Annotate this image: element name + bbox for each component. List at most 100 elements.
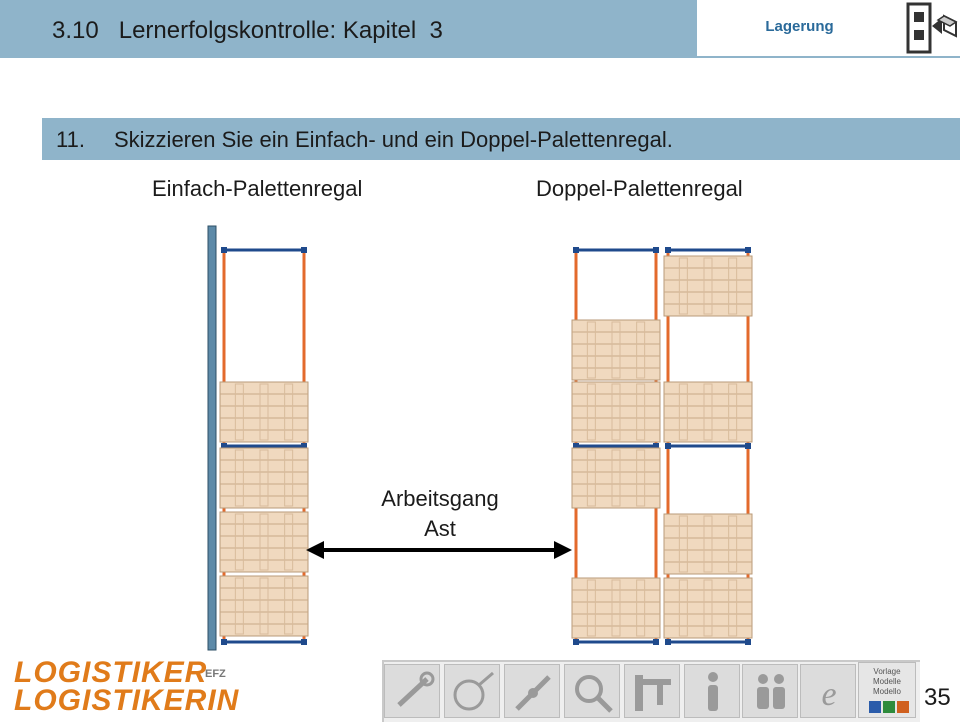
pallet-block [678, 257, 688, 315]
pallet [663, 255, 753, 317]
vorlage-button[interactable]: Vorlage Modelle Modello [858, 662, 916, 718]
question-text: Skizzieren Sie ein Einfach- und ein Dopp… [114, 127, 673, 152]
double-rack-title: Doppel-Palettenregal [536, 176, 743, 201]
people-button[interactable] [742, 664, 798, 718]
pallet [663, 577, 753, 639]
pallet-block [611, 449, 621, 507]
pallet-body [219, 381, 309, 443]
single-rack-joint [221, 443, 227, 449]
section-tab-label: Lagerung [765, 18, 834, 35]
double-rack-right-joint [665, 639, 671, 645]
pallet-block [259, 449, 269, 507]
pallet-block [678, 515, 688, 573]
vorlage-label-fr: Modelle [872, 677, 901, 686]
magnifier-icon [575, 675, 613, 713]
logo-efz: EFZ [205, 668, 226, 680]
tools-icon [397, 671, 435, 707]
pallet-block [611, 383, 621, 441]
question-bar: 11. Skizzieren Sie ein Einfach- und ein … [42, 118, 960, 160]
measure-icon [453, 671, 494, 711]
double-rack-right-joint [745, 247, 751, 253]
pallet-block [703, 257, 713, 315]
browser-button[interactable]: e [800, 664, 856, 718]
caliper-button[interactable] [624, 664, 680, 718]
pallet-block [259, 577, 269, 635]
header-bar: 3.10 Lernerfolgskontrolle: Kapitel 3 Lag… [0, 0, 960, 58]
pallet [219, 381, 309, 443]
svg-text:e: e [821, 676, 836, 713]
pallet-block [636, 321, 646, 379]
vorlage-label-it: Modello [872, 687, 901, 696]
pallet-block [234, 383, 244, 441]
measure-button[interactable] [444, 664, 500, 718]
magnifier-button[interactable] [564, 664, 620, 718]
tools-button[interactable] [384, 664, 440, 718]
single-rack-title: Einfach-Palettenregal [152, 176, 363, 201]
pallet [663, 381, 753, 443]
pallet-block [284, 449, 294, 507]
info-person-icon [708, 672, 718, 711]
pallet-block [703, 383, 713, 441]
double-rack-right-joint [745, 639, 751, 645]
single-rack-joint [301, 443, 307, 449]
pallet-block [259, 383, 269, 441]
double-rack-left-joint [573, 247, 579, 253]
pallet-block [703, 579, 713, 637]
page-number: 35 [924, 684, 951, 711]
pallet-block [234, 449, 244, 507]
wall [207, 225, 217, 651]
pallet-block [611, 321, 621, 379]
aisle-label: Arbeitsgang [381, 486, 499, 511]
pallet-body [219, 447, 309, 509]
pallet-body [571, 381, 661, 443]
pallet-block [234, 513, 244, 571]
pallet-block [728, 515, 738, 573]
exit-door-icon[interactable] [902, 0, 960, 56]
info-person-button[interactable] [684, 664, 740, 718]
pallet-block [259, 513, 269, 571]
double-rack-left-joint [573, 639, 579, 645]
people-icon [757, 674, 785, 709]
pallet-body [663, 255, 753, 317]
pallet-block [284, 513, 294, 571]
office-icon [869, 701, 909, 713]
pallet-body [663, 381, 753, 443]
pallet-block [284, 383, 294, 441]
pallet [571, 577, 661, 639]
pallet-body [219, 511, 309, 573]
single-rack-joint [221, 247, 227, 253]
pallet-block [611, 579, 621, 637]
double-rack-left-joint [653, 443, 659, 449]
pallet-block [586, 579, 596, 637]
pallet-block [586, 383, 596, 441]
pallet-block [586, 321, 596, 379]
pallet-block [234, 577, 244, 635]
pallet-body [571, 577, 661, 639]
section-tab[interactable]: Lagerung [697, 0, 902, 56]
pallet-block [586, 449, 596, 507]
pallet-block [728, 257, 738, 315]
pallet-body [663, 577, 753, 639]
pen-icon [515, 675, 551, 711]
double-rack-left-joint [653, 639, 659, 645]
pallet [219, 511, 309, 573]
double-rack-right-joint [745, 443, 751, 449]
logo-logistiker: LOGISTIKER [14, 656, 208, 689]
single-rack-joint [221, 639, 227, 645]
pallet-block [678, 383, 688, 441]
pallet-body [571, 447, 661, 509]
page-title: 3.10 Lernerfolgskontrolle: Kapitel 3 [52, 17, 443, 44]
pallet [219, 575, 309, 637]
pallet [219, 447, 309, 509]
browser-icon: e [821, 676, 836, 713]
logo-logistikerin: LOGISTIKERIN [14, 684, 240, 717]
pallet-block [636, 383, 646, 441]
pallet-block [728, 383, 738, 441]
double-rack-left-joint [653, 247, 659, 253]
double-rack-right-joint [665, 443, 671, 449]
question-number: 11. [56, 127, 85, 152]
pallet-block [728, 579, 738, 637]
pen-button[interactable] [504, 664, 560, 718]
pallet-block [703, 515, 713, 573]
